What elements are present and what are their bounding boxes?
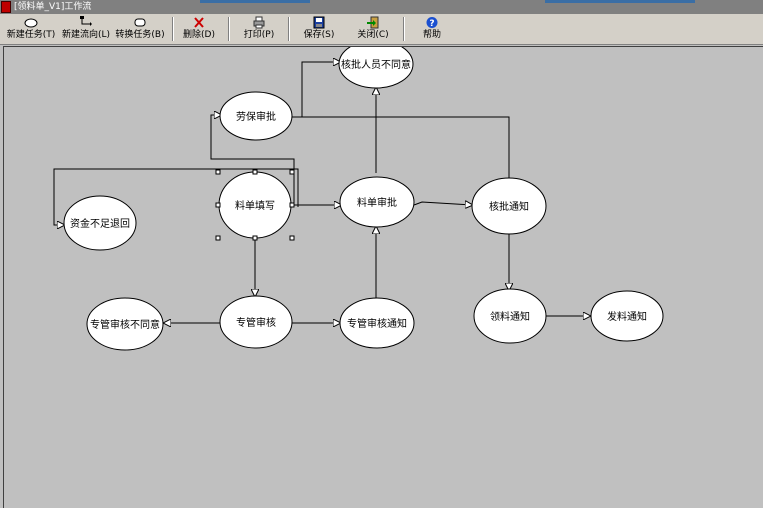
node-requisition-approval[interactable]: 料单审批 (339, 176, 415, 228)
edge-req-to-approval-notice[interactable] (413, 202, 472, 205)
toolbar-separator (172, 17, 174, 41)
save-label: 保存(S) (303, 30, 335, 40)
window-title: [领料单_V1]工作流 (14, 2, 92, 12)
edge-labor-to-approval-notice[interactable] (292, 116, 509, 207)
title-bar-segment (200, 0, 310, 3)
title-bar: [领料单_V1]工作流 (0, 0, 763, 14)
delete-button[interactable]: 删除(D) (178, 16, 220, 43)
workflow-canvas[interactable]: 劳保审批 核批人员不同意 料单填写 资金不足退回 料单审批 核批通知 (3, 46, 763, 508)
help-label: 帮助 (422, 30, 441, 40)
save-button[interactable]: 保存(S) (298, 16, 340, 43)
ellipse-icon (24, 18, 38, 28)
exit-door-icon (367, 16, 379, 29)
toolbar-separator (228, 17, 230, 41)
flow-arrow-icon (80, 16, 92, 26)
node-pickup-notice[interactable]: 领料通知 (473, 288, 547, 344)
floppy-disk-icon (313, 16, 325, 29)
node-supervisor-review[interactable]: 专管审核 (219, 295, 293, 349)
help-button[interactable]: ? 帮助 (414, 16, 450, 43)
convert-task-button[interactable]: 转换任务(B) (114, 16, 166, 43)
new-task-button[interactable]: 新建任务(T) (5, 16, 57, 43)
print-button[interactable]: 打印(P) (238, 16, 280, 43)
toolbar-separator (403, 17, 405, 41)
toolbar-separator (288, 17, 290, 41)
node-label: 料单审批 (357, 196, 397, 209)
node-issue-notice[interactable]: 发料通知 (590, 290, 664, 342)
red-x-icon (194, 17, 204, 28)
node-supervisor-disagree[interactable]: 专管审核不同意 (86, 297, 164, 351)
printer-icon (253, 16, 265, 29)
toolbar: 新建任务(T) 新建流向(L) 转换任务(B) 删除(D) 打印(P) (0, 14, 763, 45)
node-label: 料单填写 (235, 199, 275, 212)
svg-text:?: ? (429, 19, 434, 29)
workflow-diagram: 劳保审批 核批人员不同意 料单填写 资金不足退回 料单审批 核批通知 (53, 47, 664, 351)
node-supervisor-review-notice[interactable]: 专管审核通知 (339, 297, 415, 349)
node-label: 发料通知 (607, 310, 647, 323)
close-button[interactable]: 关闭(C) (352, 16, 394, 43)
print-label: 打印(P) (243, 30, 275, 40)
node-label: 专管审核通知 (347, 317, 407, 330)
node-label: 劳保审批 (236, 110, 276, 123)
app-icon (1, 1, 11, 13)
edge-labor-to-disagree[interactable] (301, 62, 340, 117)
node-labor-approval[interactable]: 劳保审批 (219, 91, 293, 141)
node-fill-requisition[interactable]: 料单填写 (218, 171, 292, 239)
node-label: 领料通知 (490, 310, 530, 323)
node-label: 资金不足退回 (70, 217, 130, 230)
convert-task-label: 转换任务(B) (115, 30, 165, 40)
new-flow-button[interactable]: 新建流向(L) (60, 16, 112, 43)
selection-handles (215, 169, 295, 241)
title-bar-segment (545, 0, 695, 3)
node-insufficient-funds[interactable]: 资金不足退回 (63, 195, 137, 251)
new-task-label: 新建任务(T) (6, 30, 56, 40)
node-label: 专管审核不同意 (90, 318, 160, 331)
node-approver-disagree[interactable]: 核批人员不同意 (338, 47, 414, 89)
node-approval-notice[interactable]: 核批通知 (471, 177, 547, 235)
close-label: 关闭(C) (357, 30, 389, 40)
node-label: 核批通知 (489, 200, 529, 213)
delete-label: 删除(D) (183, 30, 215, 40)
rounded-rect-icon (134, 18, 146, 27)
node-label: 专管审核 (236, 316, 276, 329)
help-question-icon: ? (426, 17, 438, 29)
node-label: 核批人员不同意 (341, 58, 411, 71)
new-flow-label: 新建流向(L) (61, 30, 111, 40)
edge-fill-to-insufficient[interactable] (53, 168, 299, 225)
